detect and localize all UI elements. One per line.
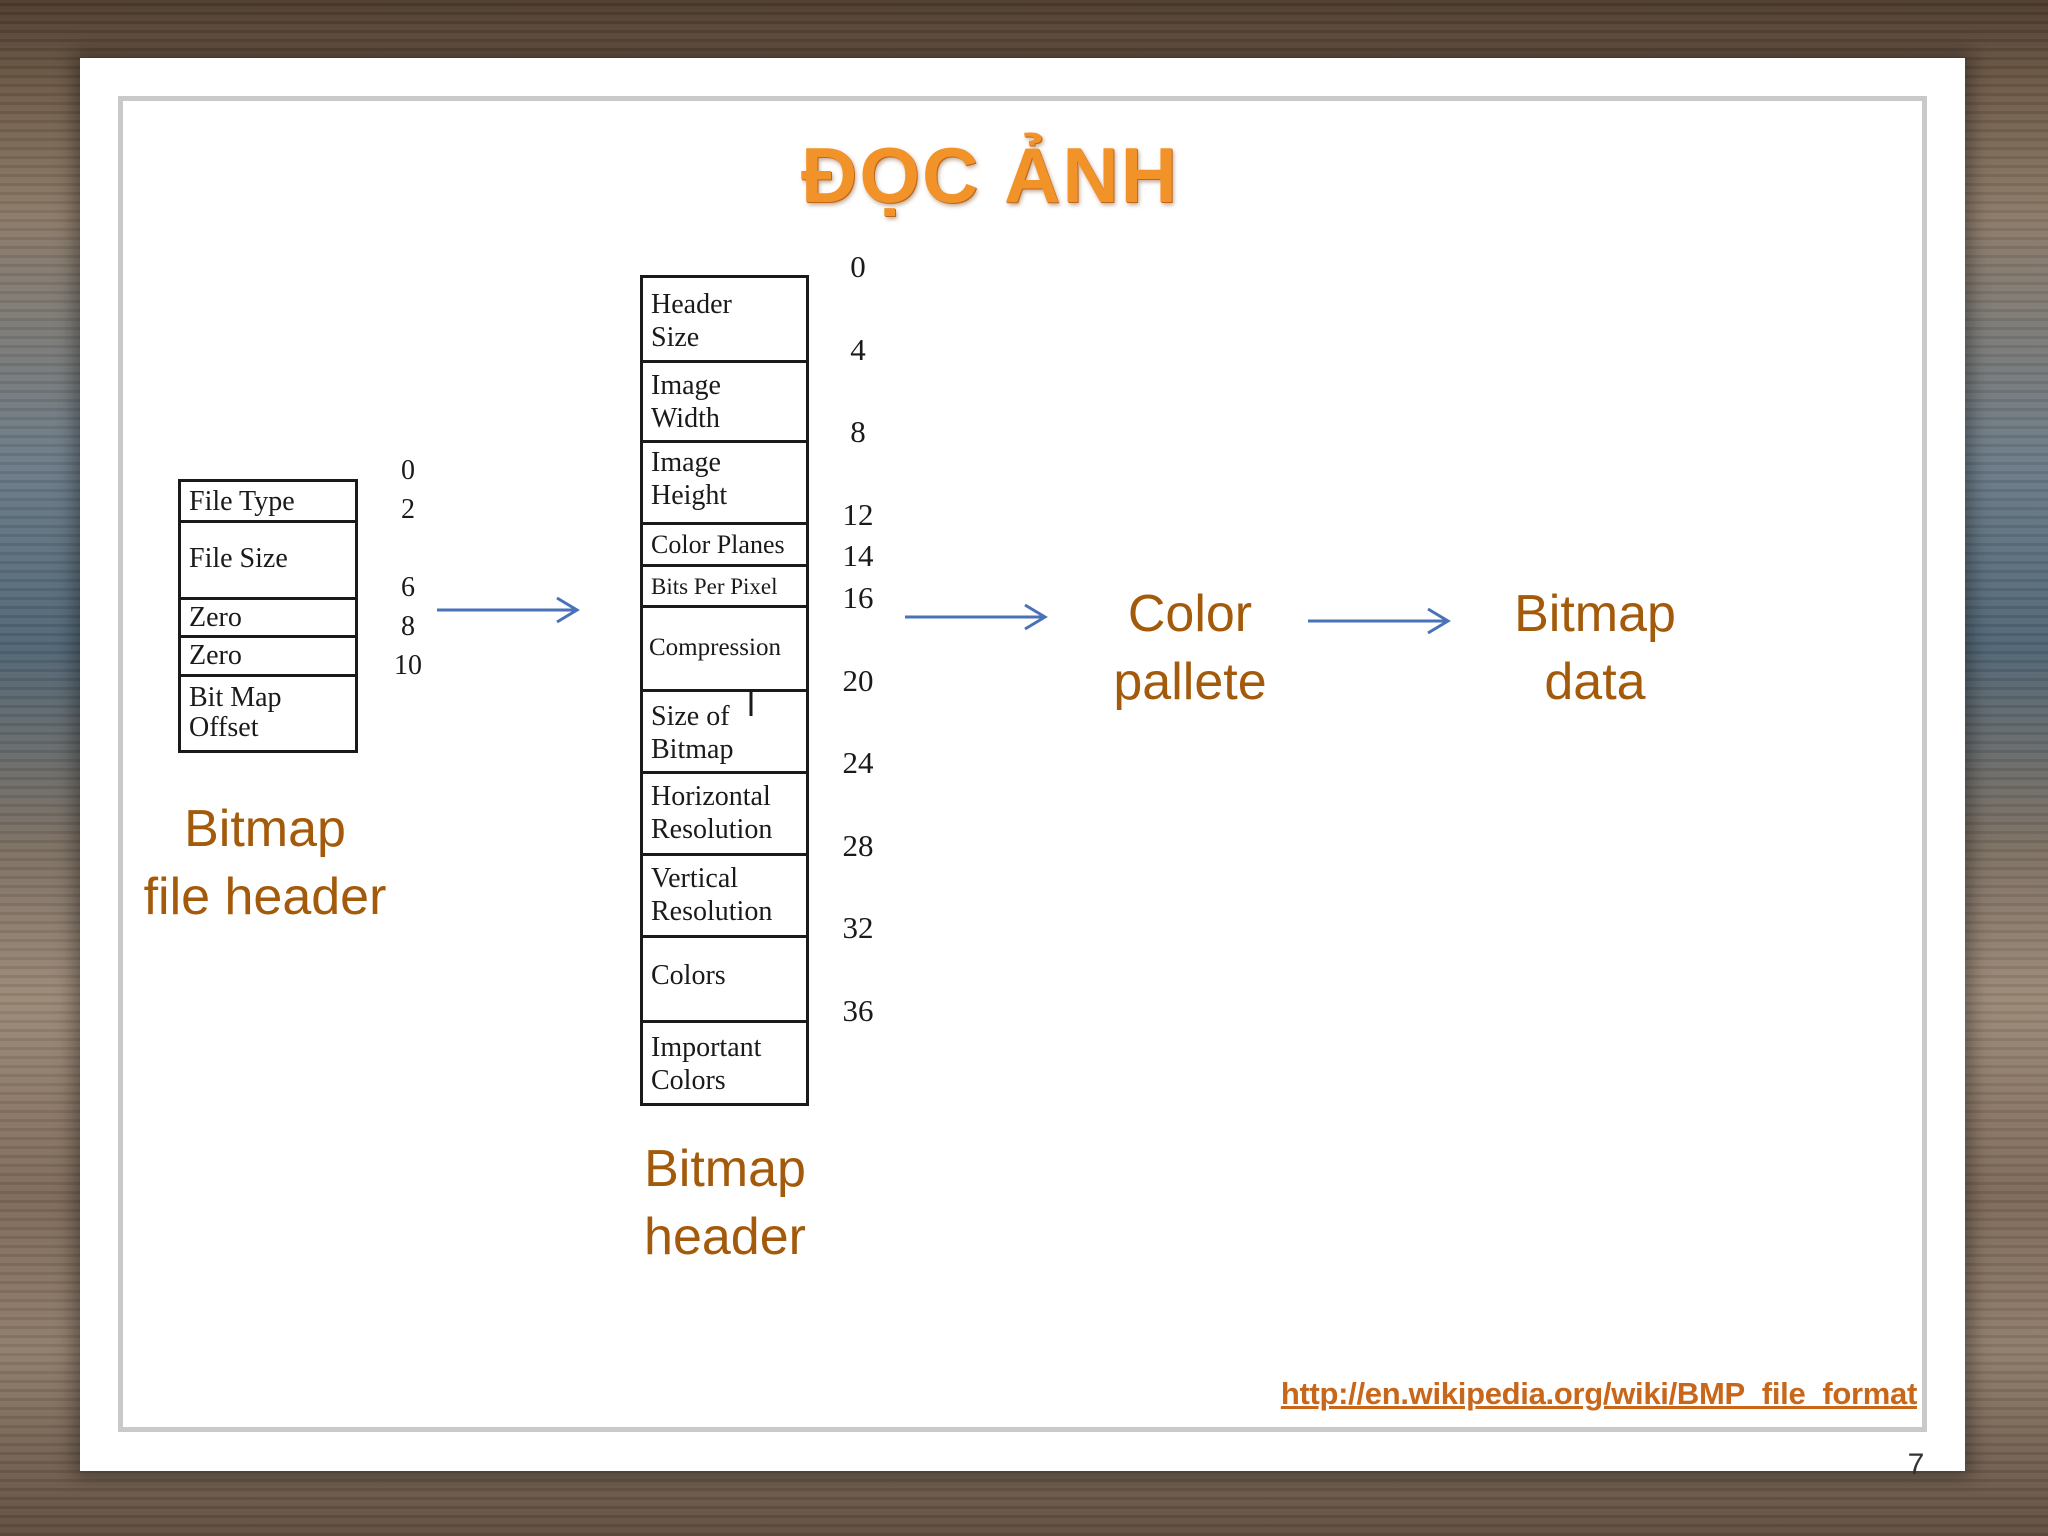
bitmap-header-offset-12: 12 [842,497,874,532]
bitmap-header-field-image-height: Image Height [643,443,806,525]
file-header-offset-2: 2 [401,494,415,525]
arrow-bitmap-header-to-color-palette [905,603,1048,631]
bitmap-file-header-caption: Bitmap file header [143,800,387,926]
bitmap-header-field-vertical-resolution: Vertical Resolution [643,856,806,938]
arrow-color-palette-to-bitmap-data [1308,607,1451,635]
file-header-field-file-type: File Type [181,482,355,523]
bitmap-header-field-size-of-bitmap: Size of Bitmap [643,692,806,774]
bitmap-header-field-color-planes: Color Planes [643,525,806,567]
bitmap-header-field-header-size: Header Size [643,278,806,363]
bitmap-header-offset-4: 4 [850,332,866,367]
bitmap-header-field-colors: Colors [643,938,806,1023]
bitmap-file-header-table: File Type File Size Zero Zero Bit Map Of… [178,479,358,753]
file-header-field-zero-2: Zero [181,638,355,677]
bitmap-header-offset-32: 32 [842,910,874,945]
bitmap-header-offset-8: 8 [850,414,866,449]
bitmap-header-field-horizontal-resolution: Horizontal Resolution [643,774,806,856]
slide-number: 7 [1907,1448,1925,1481]
bitmap-header-field-important-colors: Important Colors [651,1032,762,1096]
bitmap-header-caption: Bitmap header [644,1140,806,1266]
bitmap-header-table: Header Size Image Width Image Height Col… [640,275,809,1106]
file-header-offset-6: 6 [401,572,415,603]
arrow-file-header-to-bitmap-header [437,596,580,624]
bitmap-header-offset-0: 0 [850,249,866,284]
bitmap-header-offset-28: 28 [842,828,874,863]
bitmap-header-field-compression: Compression [643,608,806,692]
bitmap-header-offset-14: 14 [842,538,874,573]
bitmap-header-offset-24: 24 [842,745,874,780]
bitmap-header-offset-16: 16 [842,580,874,615]
bitmap-header-offset-20: 20 [842,663,874,698]
file-header-field-bitmap-offset: Bit Map Offset [189,682,282,743]
file-header-offset-0: 0 [401,455,415,486]
file-header-field-file-size: File Size [181,523,355,600]
bitmap-header-offset-36: 36 [842,993,874,1028]
color-palette-label: Color pallete [1113,585,1267,711]
bitmap-header-field-bits-per-pixel: Bits Per Pixel [643,567,806,608]
slide-frame [118,96,1927,1432]
bitmap-header-field-image-width: Image Width [643,363,806,443]
slide-title: ĐỌC ẢNH [801,131,1179,219]
bitmap-data-label: Bitmap data [1514,585,1676,711]
file-header-offset-8: 8 [401,611,415,642]
source-link[interactable]: http://en.wikipedia.org/wiki/BMP_file_fo… [1280,1376,1917,1411]
slide [80,58,1965,1471]
file-header-offset-10: 10 [394,650,422,681]
file-header-field-zero-1: Zero [181,600,355,638]
